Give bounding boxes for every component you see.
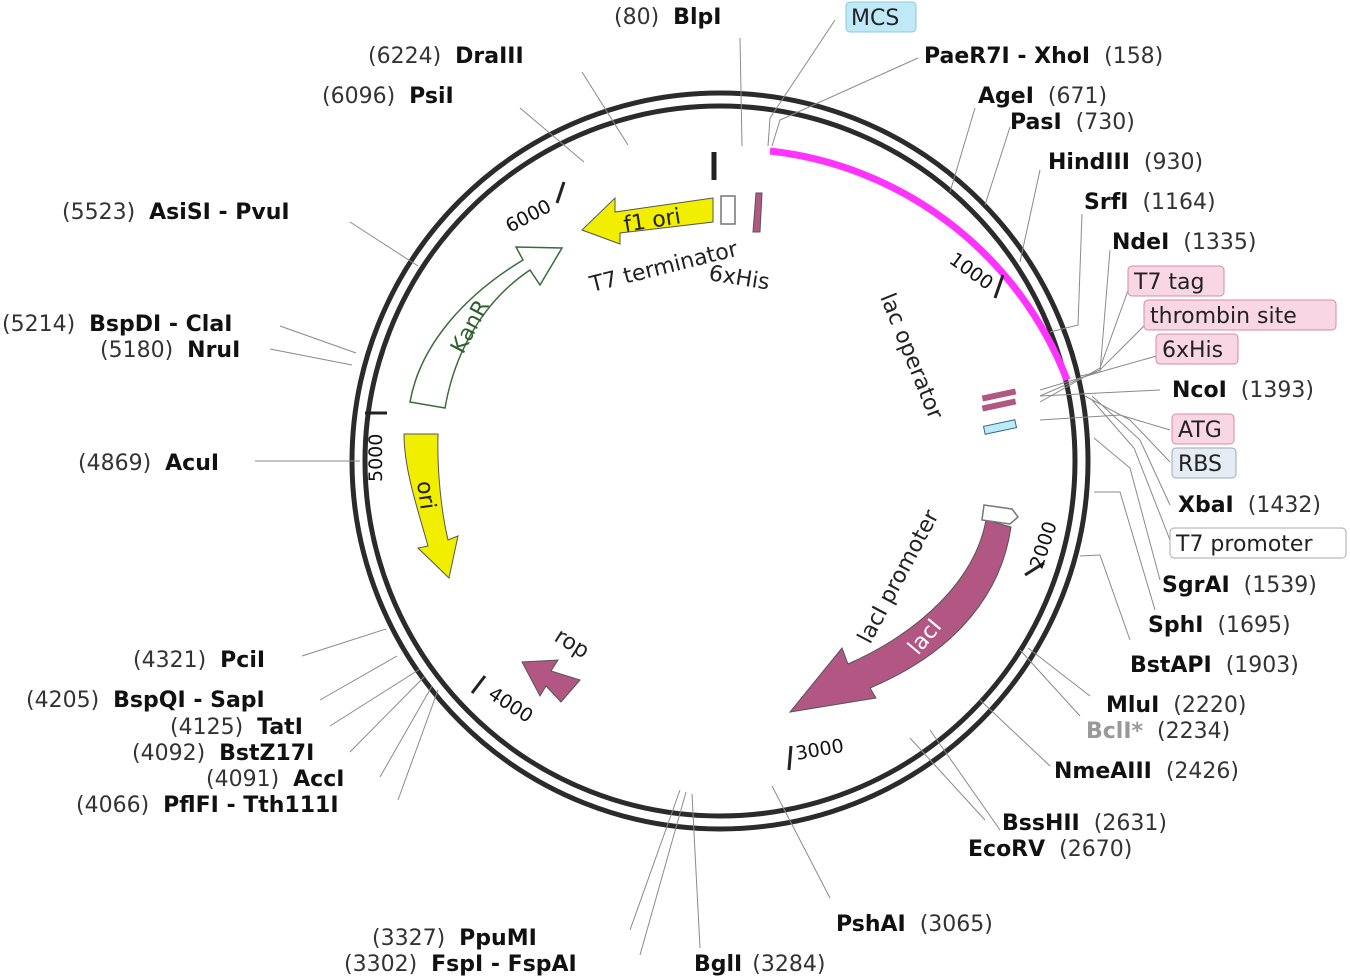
lac-operator-glyphs [981, 388, 1018, 435]
laci-promoter-box [981, 504, 1020, 525]
site-pshai: PshAI(3065) [836, 912, 993, 937]
atg-box-label: ATG [1178, 418, 1222, 443]
rbs-box-label: RBS [1178, 452, 1222, 477]
site-acui: (4869)AcuI [78, 451, 219, 476]
t7-tag-box-label: T7 tag [1133, 270, 1205, 295]
tick-label-5000: 5000 [365, 434, 387, 482]
tick-label-6000: 6000 [502, 195, 555, 237]
site-bspqi-sapi: (4205)BspQI - SapI [26, 688, 265, 713]
t7-promoter-box [1169, 527, 1347, 559]
site-bspdi-clai: (5214)BspDI - ClaI [2, 312, 232, 337]
site-bsshii: BssHII(2631) [1002, 811, 1167, 836]
site-nmeaiii: NmeAIII(2426) [1054, 759, 1239, 784]
site-fspi-fspai: (3302)FspI - FspAI [344, 952, 577, 977]
site-nrui: (5180)NruI [100, 338, 240, 363]
rop-feature: rop [521, 624, 594, 703]
tick-label-4000: 4000 [484, 683, 537, 728]
his-tag-inner-label: 6xHis [707, 261, 771, 295]
restriction-site-labels: (80)BlpI (6224)DraIII (6096)PsiI (5523)A… [2, 5, 1321, 977]
site-tati: (4125)TatI [170, 715, 303, 740]
kanr-feature: KanR [409, 246, 564, 409]
tick-mark-6000 [555, 181, 566, 204]
mcs-box [845, 1, 917, 33]
site-bgli: BglI(3284) [694, 952, 825, 977]
site-agei: AgeI(671) [978, 84, 1107, 109]
site-ncoi: NcoI(1393) [1172, 378, 1314, 403]
mcs-box-label: MCS [851, 6, 899, 31]
site-srfi: SrfI(1164) [1084, 190, 1216, 215]
leader-lines [255, 19, 1171, 956]
backbone-ticks [365, 181, 1045, 771]
laci-arrow [788, 519, 1012, 713]
site-mlui: MluI(2220) [1106, 693, 1246, 718]
f1-ori-arrow [581, 196, 714, 245]
tick-label-2000: 2000 [1026, 519, 1062, 572]
site-ppumi: (3327)PpuMI [372, 926, 537, 951]
site-ecorv: EcoRV(2670) [968, 837, 1132, 862]
ori-label: ori [411, 479, 440, 511]
site-acci: (4091)AccI [206, 767, 344, 792]
kanr-arrow [410, 247, 562, 408]
site-blpi: (80)BlpI [614, 5, 721, 30]
site-bstz17i: (4092)BstZ17I [132, 741, 314, 766]
rbs-box [1171, 447, 1237, 479]
t7-promoter-box-label: T7 promoter [1175, 532, 1313, 557]
tick-mark-2000 [1024, 561, 1045, 577]
site-hindiii: HindIII(930) [1048, 150, 1203, 175]
f1-ori-feature: f1 ori [581, 196, 714, 245]
site-bstapi: BstAPI(1903) [1130, 653, 1299, 678]
thrombin-site-box [1143, 299, 1337, 331]
backbone-outer-ring [349, 90, 1091, 832]
tick-mark-4000 [470, 675, 487, 694]
lac-operator-label: lac operator [874, 290, 947, 424]
tick-mark-1000 [993, 274, 1005, 299]
site-bcli: BclI*(2234) [1086, 719, 1230, 744]
t7-tag-box [1127, 265, 1225, 297]
tag-glyph-1 [981, 388, 1017, 402]
site-paer7i-xhoi: PaeR7I - XhoI(158) [924, 44, 1163, 69]
site-psii: (6096)PsiI [322, 84, 454, 109]
tag-glyph-3 [982, 419, 1018, 435]
thrombin-site-box-label: thrombin site [1150, 304, 1297, 329]
ori-feature: ori [403, 433, 459, 579]
site-pflfi-tth111i: (4066)PflFI - Tth111I [76, 793, 339, 818]
tag-glyph-2 [981, 398, 1017, 412]
t7-terminator-box [720, 195, 736, 225]
backbone-inner-ring [362, 103, 1078, 819]
mcs-arc [769, 147, 1071, 382]
kanr-arrow-outline [409, 246, 564, 409]
his-tag-box [1155, 333, 1239, 365]
site-pasi: PasI(730) [1010, 110, 1135, 135]
boxed-features: MCS T7 tag thrombin site 6xHis ATG RBS T… [845, 1, 1347, 559]
rop-label: rop [550, 624, 594, 664]
site-asisi-pvui: (5523)AsiSI - PvuI [62, 200, 290, 225]
atg-box [1171, 413, 1235, 445]
site-sphi: SphI(1695) [1148, 613, 1291, 638]
site-ndei: NdeI(1335) [1112, 230, 1256, 255]
site-draiii: (6224)DraIII [368, 44, 524, 69]
rop-arrow [521, 659, 581, 703]
tick-label-3000: 3000 [794, 735, 845, 765]
his-tag-inner-marker [752, 192, 763, 233]
site-pcii: (4321)PciI [133, 648, 265, 673]
his-tag-box-label: 6xHis [1162, 338, 1223, 363]
site-sgrai: SgrAI(1539) [1162, 573, 1317, 598]
tick-mark-3000 [787, 745, 793, 771]
site-xbai: XbaI(1432) [1178, 493, 1321, 518]
ori-arrow [403, 433, 459, 579]
